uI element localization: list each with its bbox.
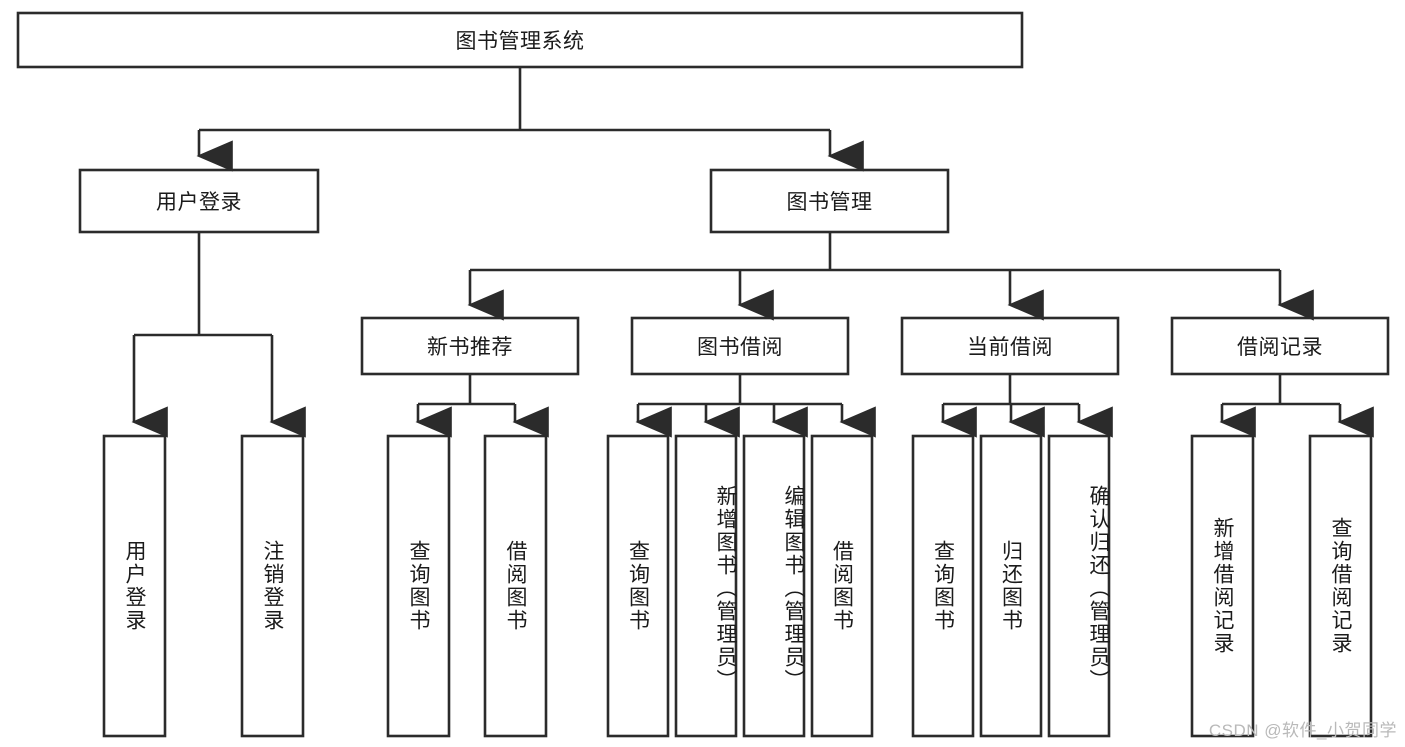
leaf-box-current-borrow-0[interactable] xyxy=(911,434,975,738)
leaf-box-current-borrow-1[interactable] xyxy=(979,434,1043,738)
csdn-watermark: CSDN @软件_小贺同学 xyxy=(1208,721,1397,740)
leaf-box-book-borrow-1[interactable] xyxy=(674,434,738,738)
leaf-box-user-login-0[interactable] xyxy=(102,434,167,738)
leaf-box-book-borrow-3[interactable] xyxy=(810,434,874,738)
leaf-box-borrow-record-0[interactable] xyxy=(1190,434,1255,738)
node-box-root[interactable] xyxy=(16,11,1024,69)
node-box-current-borrow[interactable] xyxy=(900,316,1120,376)
leaf-box-book-borrow-0[interactable] xyxy=(606,434,670,738)
leaf-box-user-login-1[interactable] xyxy=(240,434,305,738)
node-box-book-manage[interactable] xyxy=(709,168,950,234)
leaf-box-new-book-0[interactable] xyxy=(386,434,451,738)
leaf-box-new-book-1[interactable] xyxy=(483,434,548,738)
node-box-book-borrow[interactable] xyxy=(630,316,850,376)
node-box-new-book[interactable] xyxy=(360,316,580,376)
node-box-user-login[interactable] xyxy=(78,168,320,234)
leaf-box-book-borrow-2[interactable] xyxy=(742,434,806,738)
leaf-box-borrow-record-1[interactable] xyxy=(1308,434,1373,738)
leaf-box-current-borrow-2[interactable] xyxy=(1047,434,1111,738)
node-box-borrow-record[interactable] xyxy=(1170,316,1390,376)
